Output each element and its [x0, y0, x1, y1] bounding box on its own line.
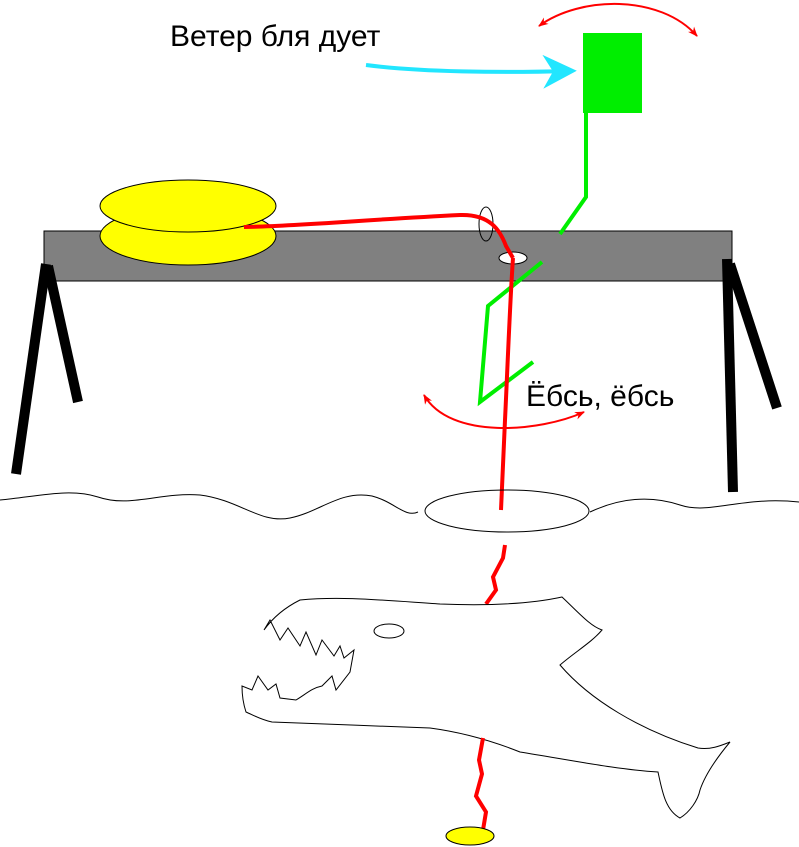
fishing-line-underwater: [484, 544, 507, 606]
left-leg-short: [43, 264, 83, 404]
ice-hole: [424, 489, 590, 533]
flag-pole-upper: [558, 110, 588, 236]
right-leg-short: [725, 262, 782, 410]
jerk-swing-arrow: [423, 394, 585, 429]
fishing-line-bottom: [473, 737, 489, 831]
fish-outline: [241, 596, 731, 819]
wind-label: Ветер бля дует: [170, 20, 381, 53]
left-leg-long: [11, 263, 51, 475]
fishing-line-top: [243, 212, 515, 260]
flag-swing-arrow: [538, 3, 698, 37]
flag: [583, 33, 642, 113]
wind-arrow: [365, 54, 577, 89]
right-leg-long: [722, 258, 738, 493]
fish-eye: [373, 623, 405, 639]
jerk-label: Ёбсь, ёбсь: [526, 380, 675, 413]
water-surface-left: [0, 492, 419, 520]
reel-top-disc: [99, 179, 277, 233]
bait: [445, 826, 495, 846]
water-surface-right: [589, 498, 799, 513]
